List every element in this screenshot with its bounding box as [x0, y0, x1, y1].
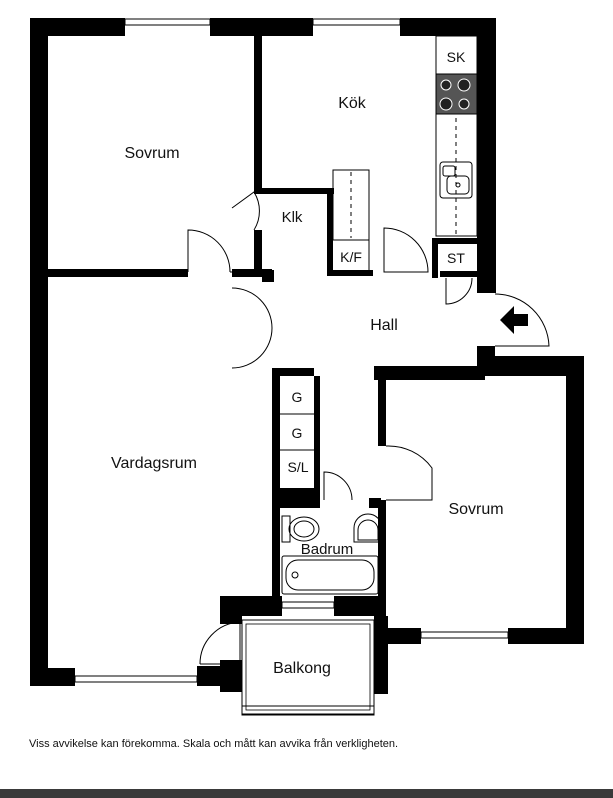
closets [280, 413, 314, 451]
room-label-kf: K/F [340, 249, 362, 265]
room-label-badrum: Badrum [301, 541, 354, 558]
room-label-sovrum-2: Sovrum [448, 501, 503, 518]
room-label-g-2: G [292, 425, 303, 441]
doors [187, 191, 550, 665]
room-label-vardagsrum: Vardagsrum [111, 455, 197, 472]
bathroom-fixtures [281, 513, 383, 595]
room-label-g-1: G [292, 389, 303, 405]
walls [30, 18, 584, 694]
room-label-klk: Klk [282, 209, 303, 226]
room-label-sk: SK [447, 49, 466, 65]
kitchen-fixtures [332, 35, 478, 273]
windows [74, 18, 509, 716]
room-label-sl: S/L [287, 459, 308, 475]
room-label-hall: Hall [370, 317, 398, 334]
room-label-st: ST [447, 250, 465, 266]
room-label-kok: Kök [338, 95, 367, 112]
room-label-sovrum-1: Sovrum [124, 145, 179, 162]
footer-bar [0, 789, 613, 798]
disclaimer-text: Viss avvikelse kan förekomma. Skala och … [29, 738, 399, 750]
entrance-arrow-icon [500, 306, 528, 334]
balcony [241, 619, 375, 715]
room-label-balkong: Balkong [273, 660, 331, 677]
